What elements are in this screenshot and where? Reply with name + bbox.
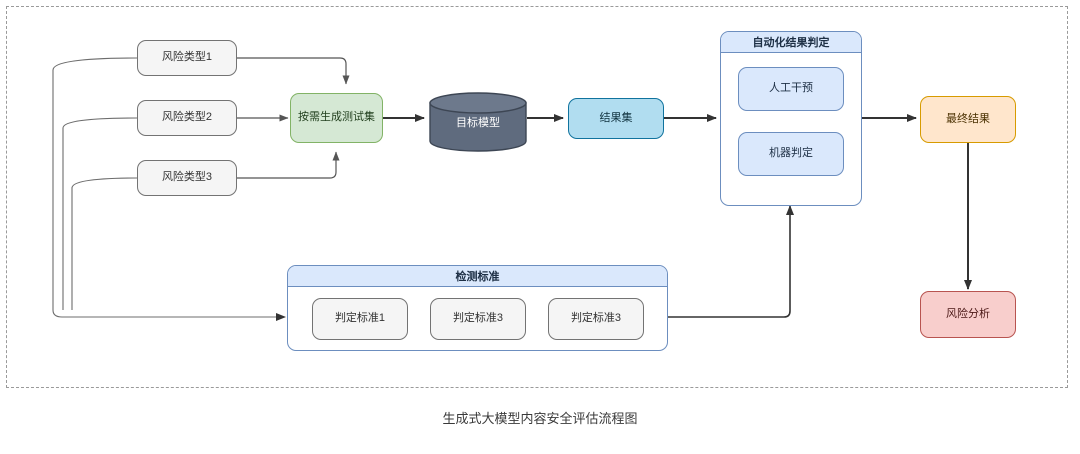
node-criteria-2[interactable]: 判定标准3 [430, 298, 526, 340]
node-risk-type-2[interactable]: 风险类型2 [137, 100, 237, 136]
node-risk-type-1[interactable]: 风险类型1 [137, 40, 237, 76]
edge-risk3-to-generate [237, 151, 340, 179]
container-auto-judgement-title: 自动化结果判定 [721, 32, 861, 53]
node-generate-testset-label: 按需生成测试集 [298, 111, 375, 124]
node-machine-judgement[interactable]: 机器判定 [738, 132, 844, 176]
node-final-result[interactable]: 最终结果 [920, 96, 1016, 143]
node-result-set[interactable]: 结果集 [568, 98, 664, 139]
node-risk-analysis-label: 风险分析 [946, 307, 990, 320]
diagram-frame-border [6, 6, 1068, 388]
container-auto-judgement-body: 人工干预 机器判定 [721, 53, 861, 205]
node-risk-type-1-label: 风险类型1 [161, 51, 213, 64]
node-criteria-2-label: 判定标准3 [452, 312, 504, 325]
edge-risk1-loop-to-standard [52, 57, 286, 321]
cylinder-shape [429, 92, 527, 152]
edge-risk3-loop [71, 177, 138, 310]
node-risk-analysis[interactable]: 风险分析 [920, 291, 1016, 338]
node-machine-judgement-label: 机器判定 [769, 147, 813, 160]
node-risk-type-3-label: 风险类型3 [161, 171, 213, 184]
edge-risk2-loop [62, 117, 138, 310]
node-manual-intervention[interactable]: 人工干预 [738, 67, 844, 111]
node-criteria-3-label: 判定标准3 [570, 312, 622, 325]
edge-standard-to-judgement [668, 205, 794, 318]
edge-risk1-to-generate [237, 57, 350, 85]
container-detection-standard-body: 判定标准1 判定标准3 判定标准3 [288, 287, 667, 350]
container-detection-standard[interactable]: 检测标准 判定标准1 判定标准3 判定标准3 [287, 265, 668, 351]
node-risk-type-3[interactable]: 风险类型3 [137, 160, 237, 196]
diagram-caption: 生成式大模型内容安全评估流程图 [442, 411, 638, 426]
node-criteria-1-label: 判定标准1 [334, 312, 386, 325]
node-result-set-label: 结果集 [599, 111, 633, 124]
node-target-model[interactable]: 目标模型 [428, 91, 528, 153]
node-generate-testset[interactable]: 按需生成测试集 [290, 93, 383, 143]
container-detection-standard-title: 检测标准 [288, 266, 667, 287]
node-final-result-label: 最终结果 [946, 112, 990, 125]
node-criteria-3[interactable]: 判定标准3 [548, 298, 644, 340]
node-manual-intervention-label: 人工干预 [769, 82, 813, 95]
node-risk-type-2-label: 风险类型2 [161, 111, 213, 124]
node-criteria-1[interactable]: 判定标准1 [312, 298, 408, 340]
container-auto-judgement[interactable]: 自动化结果判定 人工干预 机器判定 [720, 31, 862, 206]
